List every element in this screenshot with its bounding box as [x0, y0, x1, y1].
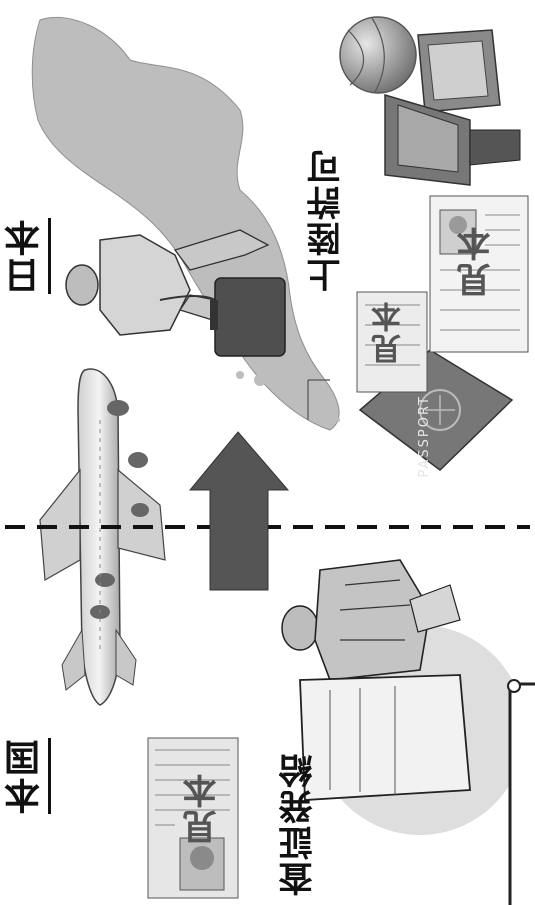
- airplane-icon: [39, 368, 166, 706]
- passport-documents-icon: [356, 195, 529, 471]
- official-at-desk-icon: [281, 559, 525, 835]
- up-arrow-icon: [188, 431, 290, 591]
- sample-stamp-visa: 見本: [183, 772, 223, 844]
- visa-document-icon: [147, 737, 239, 899]
- passport-cover-text: PASSPORT: [417, 395, 432, 478]
- sample-stamp-landing: 見本: [372, 300, 407, 364]
- japan-label: 日本: [5, 218, 46, 294]
- landing-permission-label: 上陸許可: [307, 148, 347, 292]
- globe-monitor-icon: [339, 16, 521, 186]
- scroll-panel: [507, 679, 535, 905]
- sample-stamp-residence: 見本: [457, 225, 497, 297]
- japan-map-icon: [31, 16, 340, 431]
- visa-issuance-label: 査証発給: [279, 752, 319, 896]
- traveler-icon: [65, 229, 286, 357]
- home-country-label: 本国: [5, 738, 46, 814]
